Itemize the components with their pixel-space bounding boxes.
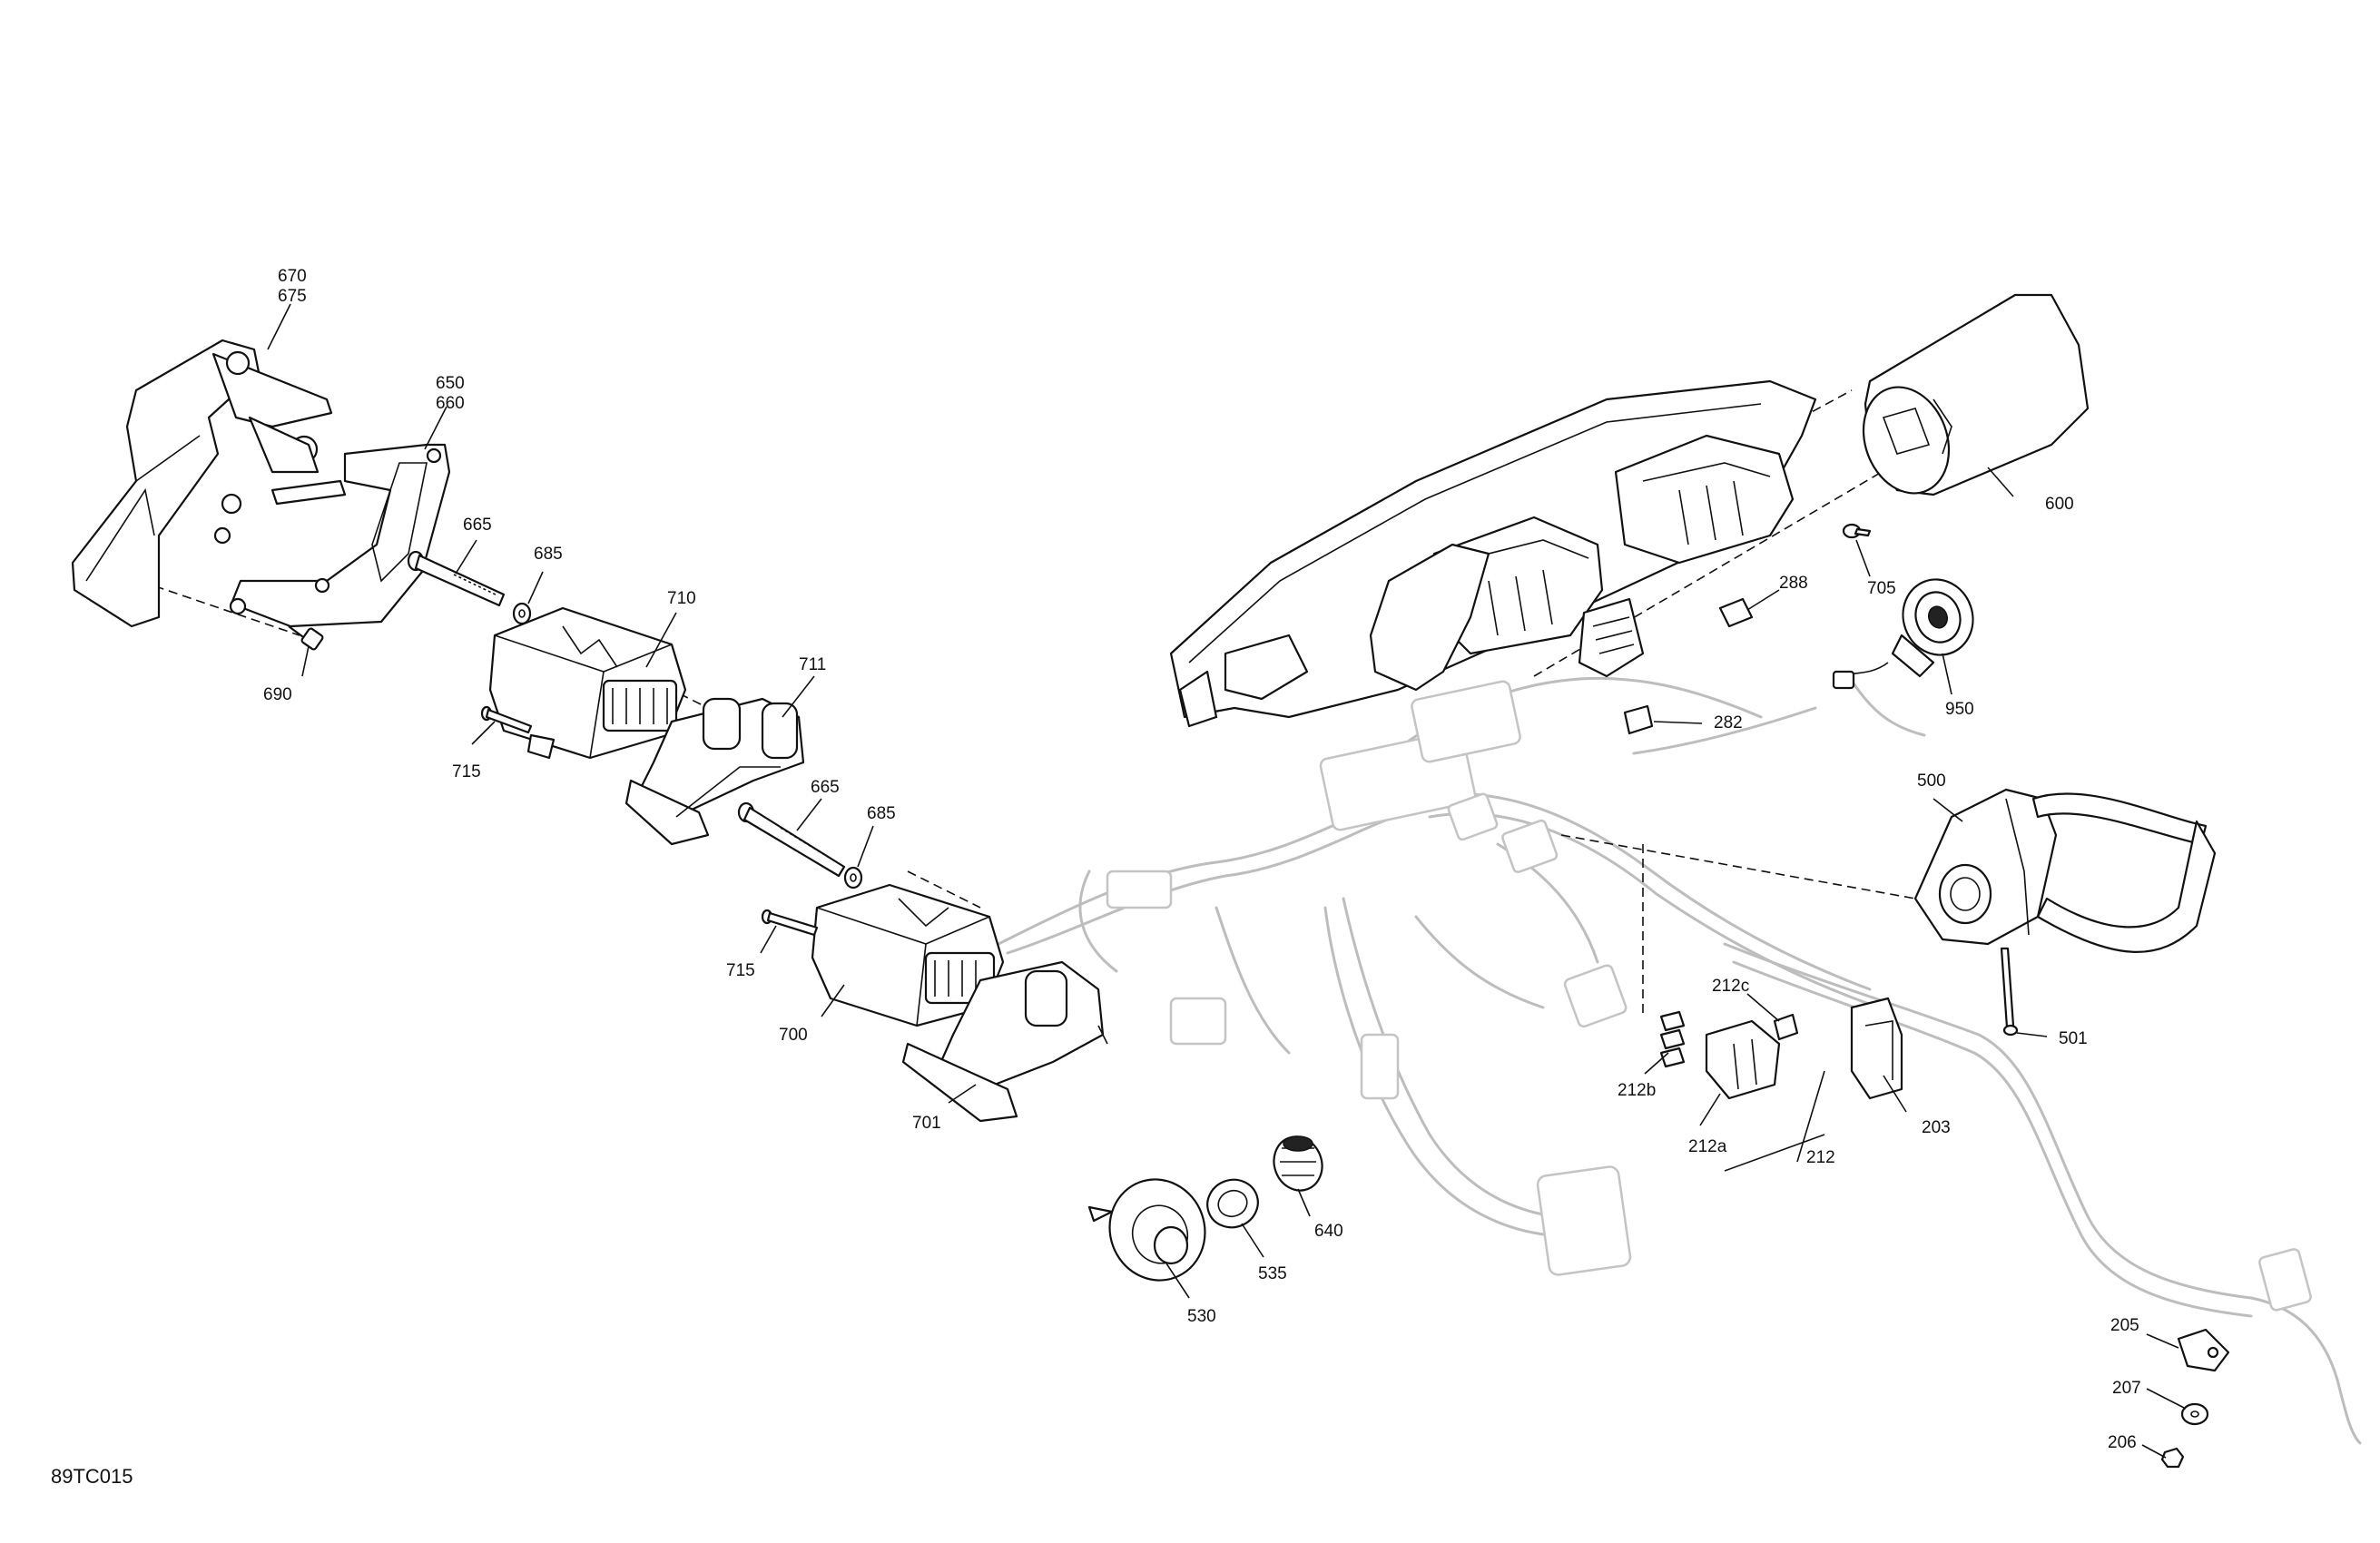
screw-690 [288, 625, 324, 651]
callout-705: 705 [1867, 579, 1896, 598]
callout-685-lower: 685 [867, 804, 896, 823]
callout-288: 288 [1779, 574, 1808, 593]
callout-710: 710 [667, 589, 696, 608]
bolt-665-lower [737, 801, 846, 878]
leader-lines [267, 303, 2187, 1459]
callout-530: 530 [1187, 1307, 1216, 1326]
callout-600: 600 [2045, 495, 2074, 514]
callout-670: 670 [278, 267, 307, 286]
callout-665-lower: 665 [811, 778, 840, 797]
bolt-665-upper [407, 550, 506, 607]
socket-950 [1832, 578, 1974, 690]
callout-535: 535 [1258, 1264, 1287, 1283]
washer-207 [2180, 1402, 2209, 1426]
callout-205: 205 [2110, 1316, 2139, 1335]
nut-640 [1273, 1135, 1323, 1192]
figure-id: 89TC015 [51, 1465, 133, 1488]
cover-600 [1862, 293, 2090, 496]
callout-715-lower: 715 [726, 961, 755, 980]
mount-bracket-670 [71, 339, 333, 628]
clamp-205 [2177, 1328, 2230, 1372]
screw-715-lower [761, 909, 819, 937]
callout-950: 950 [1945, 700, 1974, 719]
screw-501 [2000, 947, 2019, 1037]
ring-535 [1206, 1178, 1259, 1229]
callout-207: 207 [2112, 1379, 2141, 1398]
grommet-530 [1087, 1178, 1206, 1282]
bracket-711 [625, 697, 805, 846]
callout-690: 690 [263, 685, 292, 704]
handlebar-switch-500 [1913, 788, 2217, 953]
callout-640: 640 [1314, 1222, 1343, 1241]
callout-212: 212 [1806, 1148, 1835, 1167]
clip-288 [1718, 597, 1754, 628]
callout-212b: 212b [1618, 1081, 1656, 1100]
screw-705 [1842, 523, 1872, 539]
callout-665-upper: 665 [463, 516, 492, 535]
clip-282 [1623, 704, 1654, 735]
screw-715-upper [480, 705, 533, 734]
callout-206: 206 [2108, 1433, 2137, 1452]
callout-650: 650 [436, 374, 465, 393]
callout-501: 501 [2059, 1029, 2088, 1048]
callout-715-upper: 715 [452, 762, 481, 781]
module-710 [488, 606, 687, 760]
callout-212c: 212c [1712, 977, 1749, 996]
bracket-701 [901, 960, 1108, 1123]
callout-203: 203 [1922, 1118, 1951, 1137]
callout-500: 500 [1917, 772, 1946, 791]
callout-701: 701 [912, 1114, 941, 1133]
nut-206 [2160, 1447, 2185, 1469]
bracket-203 [1850, 997, 1903, 1100]
washer-685-upper [512, 602, 532, 625]
callout-700: 700 [779, 1026, 808, 1045]
lamp-housing-assembly [1169, 379, 1817, 728]
callout-282: 282 [1714, 713, 1743, 732]
wiring-harness-ghost [997, 676, 2362, 1445]
callout-685-upper: 685 [534, 545, 563, 564]
mount-plate-650 [229, 443, 451, 628]
callout-660: 660 [436, 394, 465, 413]
callout-711: 711 [799, 655, 826, 674]
washer-685-lower [843, 866, 863, 889]
callout-labels: 670 675 650 660 665 685 710 711 690 715 … [263, 267, 2141, 1452]
callout-212a: 212a [1688, 1137, 1727, 1156]
callout-675: 675 [278, 287, 307, 306]
connector-group-212 [1659, 1010, 1799, 1100]
